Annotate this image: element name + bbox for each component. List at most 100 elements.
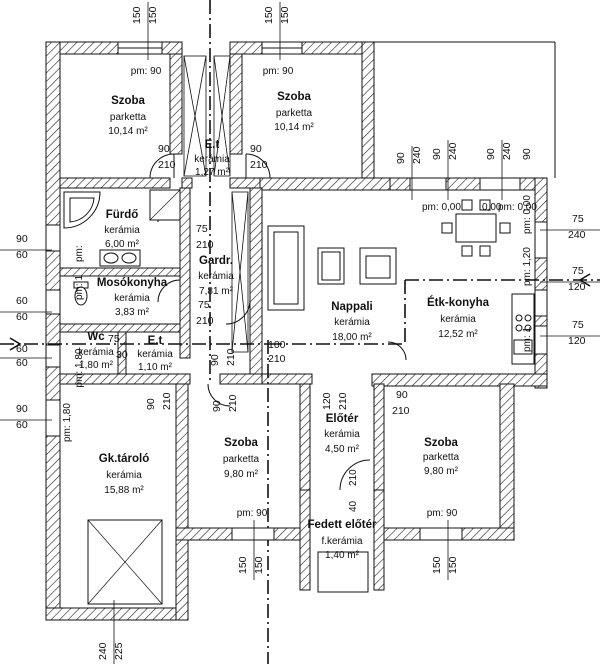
window-e2 (534, 289, 548, 317)
dim-top2b: 150 (279, 6, 291, 24)
windows (45, 41, 548, 541)
dimension-labels: 150 150 150 150 90 210 90 210 90 240 90 … (16, 6, 586, 660)
room-name-szoba-s1: Szoba (224, 437, 258, 449)
window-s1 (231, 527, 275, 541)
room-area-elt: 1,27 m² (195, 167, 230, 178)
door-swing-7 (207, 383, 231, 407)
window-e1 (534, 221, 548, 259)
dim-l60d: 60 (16, 343, 28, 355)
dim-d210a: 210 (158, 159, 176, 171)
window-e3 (534, 325, 548, 355)
room-name-etk: Étk-konyha (427, 296, 490, 309)
stair-shafts (183, 55, 249, 353)
room-area-fedett: 1,40 m² (325, 550, 360, 561)
wall-h1b (181, 177, 193, 189)
chair-5 (441, 222, 453, 234)
armchair-inner (365, 255, 391, 279)
room-area-etk: 12,52 m² (438, 329, 478, 340)
room-name-szoba-nw: Szoba (111, 95, 145, 107)
wall-east-n (361, 41, 375, 183)
dim-f210b: 210 (227, 394, 239, 412)
room-area-nappali: 18,00 m² (332, 332, 372, 343)
room-floor-gardr: kerámia (198, 271, 234, 282)
kitchen-counter (511, 293, 535, 365)
dim-k90b: 90 (431, 148, 443, 160)
dim-e210: 210 (161, 392, 173, 410)
chair-3 (461, 245, 473, 257)
chair-1 (461, 199, 473, 211)
room-floor-et2: kerámia (137, 349, 173, 360)
dim-d90a: 90 (158, 143, 170, 155)
room-area-szoba-s1: 9,80 m² (224, 469, 259, 480)
dim-g210b: 210 (196, 315, 214, 327)
dim-r75c: 75 (572, 319, 584, 331)
wall-h-n1 (261, 373, 313, 385)
window-w1 (45, 224, 61, 252)
window-w4 (45, 399, 61, 437)
dim-top1b: 150 (147, 6, 159, 24)
pm-etk3: pm: 0,00 (498, 202, 537, 213)
wall-v-s3 (373, 383, 385, 495)
room-floor-nappali: kerámia (334, 317, 370, 328)
sofa (267, 225, 305, 311)
dim-top2a: 150 (263, 6, 275, 24)
dim-g210a: 210 (196, 239, 214, 251)
basin-1 (103, 252, 119, 264)
dim-d90b: 90 (250, 143, 262, 155)
dim-l60b: 60 (16, 295, 28, 307)
wall-v-s2 (299, 383, 311, 495)
wall-east-garage (175, 539, 189, 621)
shaft-2-x2 (213, 55, 231, 177)
room-name-furdo: Fürdő (106, 209, 139, 221)
wall-h2 (259, 177, 391, 191)
dim-k90c: 90 (485, 148, 497, 160)
wall-fed-r (373, 489, 385, 591)
dim-h210: 210 (337, 392, 349, 410)
room-name-eloter: Előtér (326, 413, 359, 425)
hob-3 (515, 324, 523, 332)
dim-k240b: 240 (447, 142, 459, 160)
dim-bot4b: 150 (447, 556, 459, 574)
wall-west (45, 41, 61, 621)
room-name-et2: E.t (148, 335, 163, 347)
room-area-gk: 15,88 m² (104, 485, 144, 496)
door-swing-4 (157, 279, 181, 303)
dim-l60e: 60 (16, 357, 28, 369)
pm-fed2: 210 (348, 469, 359, 486)
dim-top1a: 150 (131, 6, 143, 24)
wall-h1c (229, 177, 261, 189)
wall-v1 (169, 53, 183, 155)
dim-r240: 240 (568, 229, 586, 241)
room-floor-elt: kerámia (194, 154, 230, 165)
hob-4 (524, 324, 532, 332)
room-floor-szoba-n: parketta (276, 108, 313, 119)
pm-wc: pm: 1,80 (74, 348, 85, 387)
room-name-mosoko: Mosókonyha (97, 277, 168, 289)
window-w2 (45, 289, 61, 315)
room-floor-szoba-s1: parketta (223, 454, 260, 465)
sink (513, 339, 533, 355)
room-area-gardr: 7,81 m² (199, 286, 234, 297)
room-area-szoba-n: 10,14 m² (274, 122, 314, 133)
dim-bot4a: 150 (431, 556, 443, 574)
wall-v2 (229, 53, 243, 155)
room-name-szoba-s2: Szoba (424, 437, 458, 449)
pm-fur: pm: (74, 245, 85, 262)
wall-h-n2 (371, 373, 548, 387)
dim-bot2b: 150 (253, 556, 265, 574)
door-swing-main (339, 459, 371, 491)
pm-etk4: pm: 0,00 (522, 195, 533, 234)
window-k2 (479, 177, 521, 191)
room-name-elt: E.t (205, 139, 220, 151)
bathtub (63, 191, 101, 229)
pm-etk6: pm: 1 (522, 327, 533, 352)
toilet-bowl (74, 286, 88, 306)
shaft-1 (183, 55, 207, 177)
room-area-furdo: 6,00 m² (105, 239, 140, 250)
room-name-gardr: Gardr. (199, 255, 233, 267)
room-floor-szoba-s2: parketta (423, 452, 460, 463)
wall-v-s1 (175, 383, 189, 541)
wall-v-s4 (499, 383, 515, 541)
pm-etk5: pm: 1,20 (522, 247, 533, 286)
